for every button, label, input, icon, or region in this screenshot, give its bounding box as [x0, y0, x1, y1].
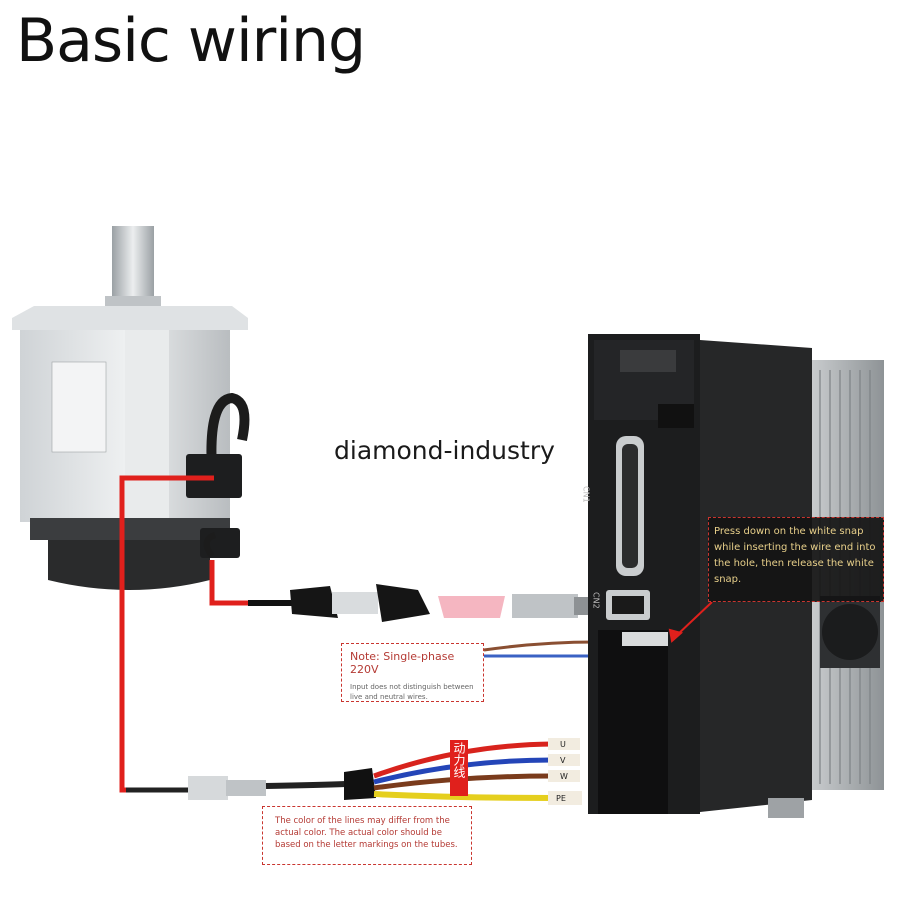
watermark: diamond-industry: [334, 436, 555, 465]
page-title: Basic wiring: [16, 6, 366, 76]
line-color-note: The color of the lines may differ from t…: [262, 806, 472, 865]
snap-pointer-arrow: [668, 601, 713, 643]
power-input-note: Note: Single-phase 220V Input does not d…: [341, 643, 484, 702]
motor-power-cable: [126, 740, 553, 801]
tube-label-u: U: [560, 740, 566, 749]
tube-label-pe: PE: [556, 794, 566, 803]
power-input-note-detail: Input does not distinguish between live …: [350, 683, 474, 701]
port-label-cn1: CN1: [582, 486, 591, 503]
tube-label-v: V: [560, 756, 566, 765]
power-input-wires: [483, 640, 597, 658]
servo-motor: [12, 226, 248, 590]
snap-instruction-note: Press down on the white snap while inser…: [708, 517, 884, 602]
port-label-cn2: CN2: [592, 592, 601, 609]
encoder-cable: [248, 584, 590, 622]
power-input-note-heading: Note: Single-phase 220V: [350, 650, 455, 676]
motor-power-connector: [200, 528, 240, 558]
cable-tag: 动力线: [452, 742, 466, 778]
tube-markers: [548, 738, 582, 805]
tube-label-w: W: [560, 772, 568, 781]
